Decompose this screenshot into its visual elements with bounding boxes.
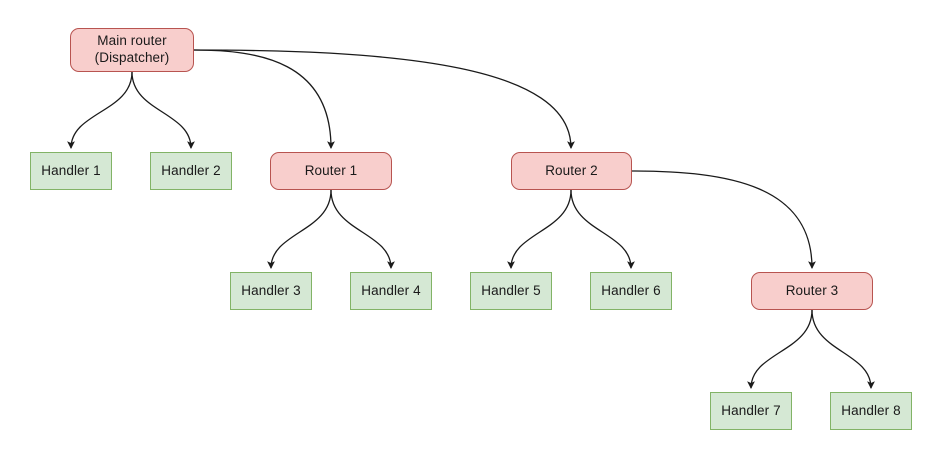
- node-label-handler-5: Handler 5: [481, 282, 541, 298]
- node-label-handler-3: Handler 3: [241, 282, 301, 298]
- node-label-router-2: Router 2: [545, 162, 598, 178]
- node-label-main-router: Main router (Dispatcher): [94, 33, 170, 65]
- edge-main-router-to-handler-1: [67, 71, 133, 150]
- edges-group: [67, 49, 875, 390]
- edge-router-1-to-handler-3: [267, 189, 332, 270]
- edge-router-2-to-handler-6: [570, 189, 635, 270]
- node-handler-8[interactable]: Handler 8: [830, 392, 912, 430]
- edge-main-router-to-router-2: [193, 49, 575, 150]
- node-handler-4[interactable]: Handler 4: [350, 272, 432, 310]
- node-label-handler-4: Handler 4: [361, 282, 421, 298]
- node-label-handler-7: Handler 7: [721, 402, 781, 418]
- node-label-router-3: Router 3: [785, 282, 839, 298]
- node-handler-3[interactable]: Handler 3: [230, 272, 312, 310]
- node-router-3[interactable]: Router 3: [751, 272, 873, 310]
- edge-router-1-to-handler-4: [330, 189, 395, 270]
- node-label-handler-6: Handler 6: [601, 282, 661, 298]
- node-handler-5[interactable]: Handler 5: [470, 272, 552, 310]
- node-handler-6[interactable]: Handler 6: [590, 272, 672, 310]
- node-router-1[interactable]: Router 1: [270, 152, 392, 190]
- node-handler-1[interactable]: Handler 1: [30, 152, 112, 190]
- edge-main-router-to-handler-2: [131, 71, 195, 150]
- node-label-handler-1: Handler 1: [41, 162, 101, 178]
- edge-router-3-to-handler-7: [747, 309, 813, 390]
- node-label-router-1: Router 1: [304, 162, 358, 178]
- edge-router-3-to-handler-8: [811, 309, 875, 390]
- node-handler-7[interactable]: Handler 7: [710, 392, 792, 430]
- node-router-2[interactable]: Router 2: [511, 152, 632, 190]
- node-main-router[interactable]: Main router (Dispatcher): [70, 28, 194, 72]
- edge-router-2-to-router-3: [631, 170, 816, 270]
- edge-main-router-to-router-1: [193, 49, 335, 150]
- edge-router-2-to-handler-5: [507, 189, 572, 270]
- node-label-handler-2: Handler 2: [161, 162, 221, 178]
- node-label-handler-8: Handler 8: [841, 402, 901, 418]
- node-handler-2[interactable]: Handler 2: [150, 152, 232, 190]
